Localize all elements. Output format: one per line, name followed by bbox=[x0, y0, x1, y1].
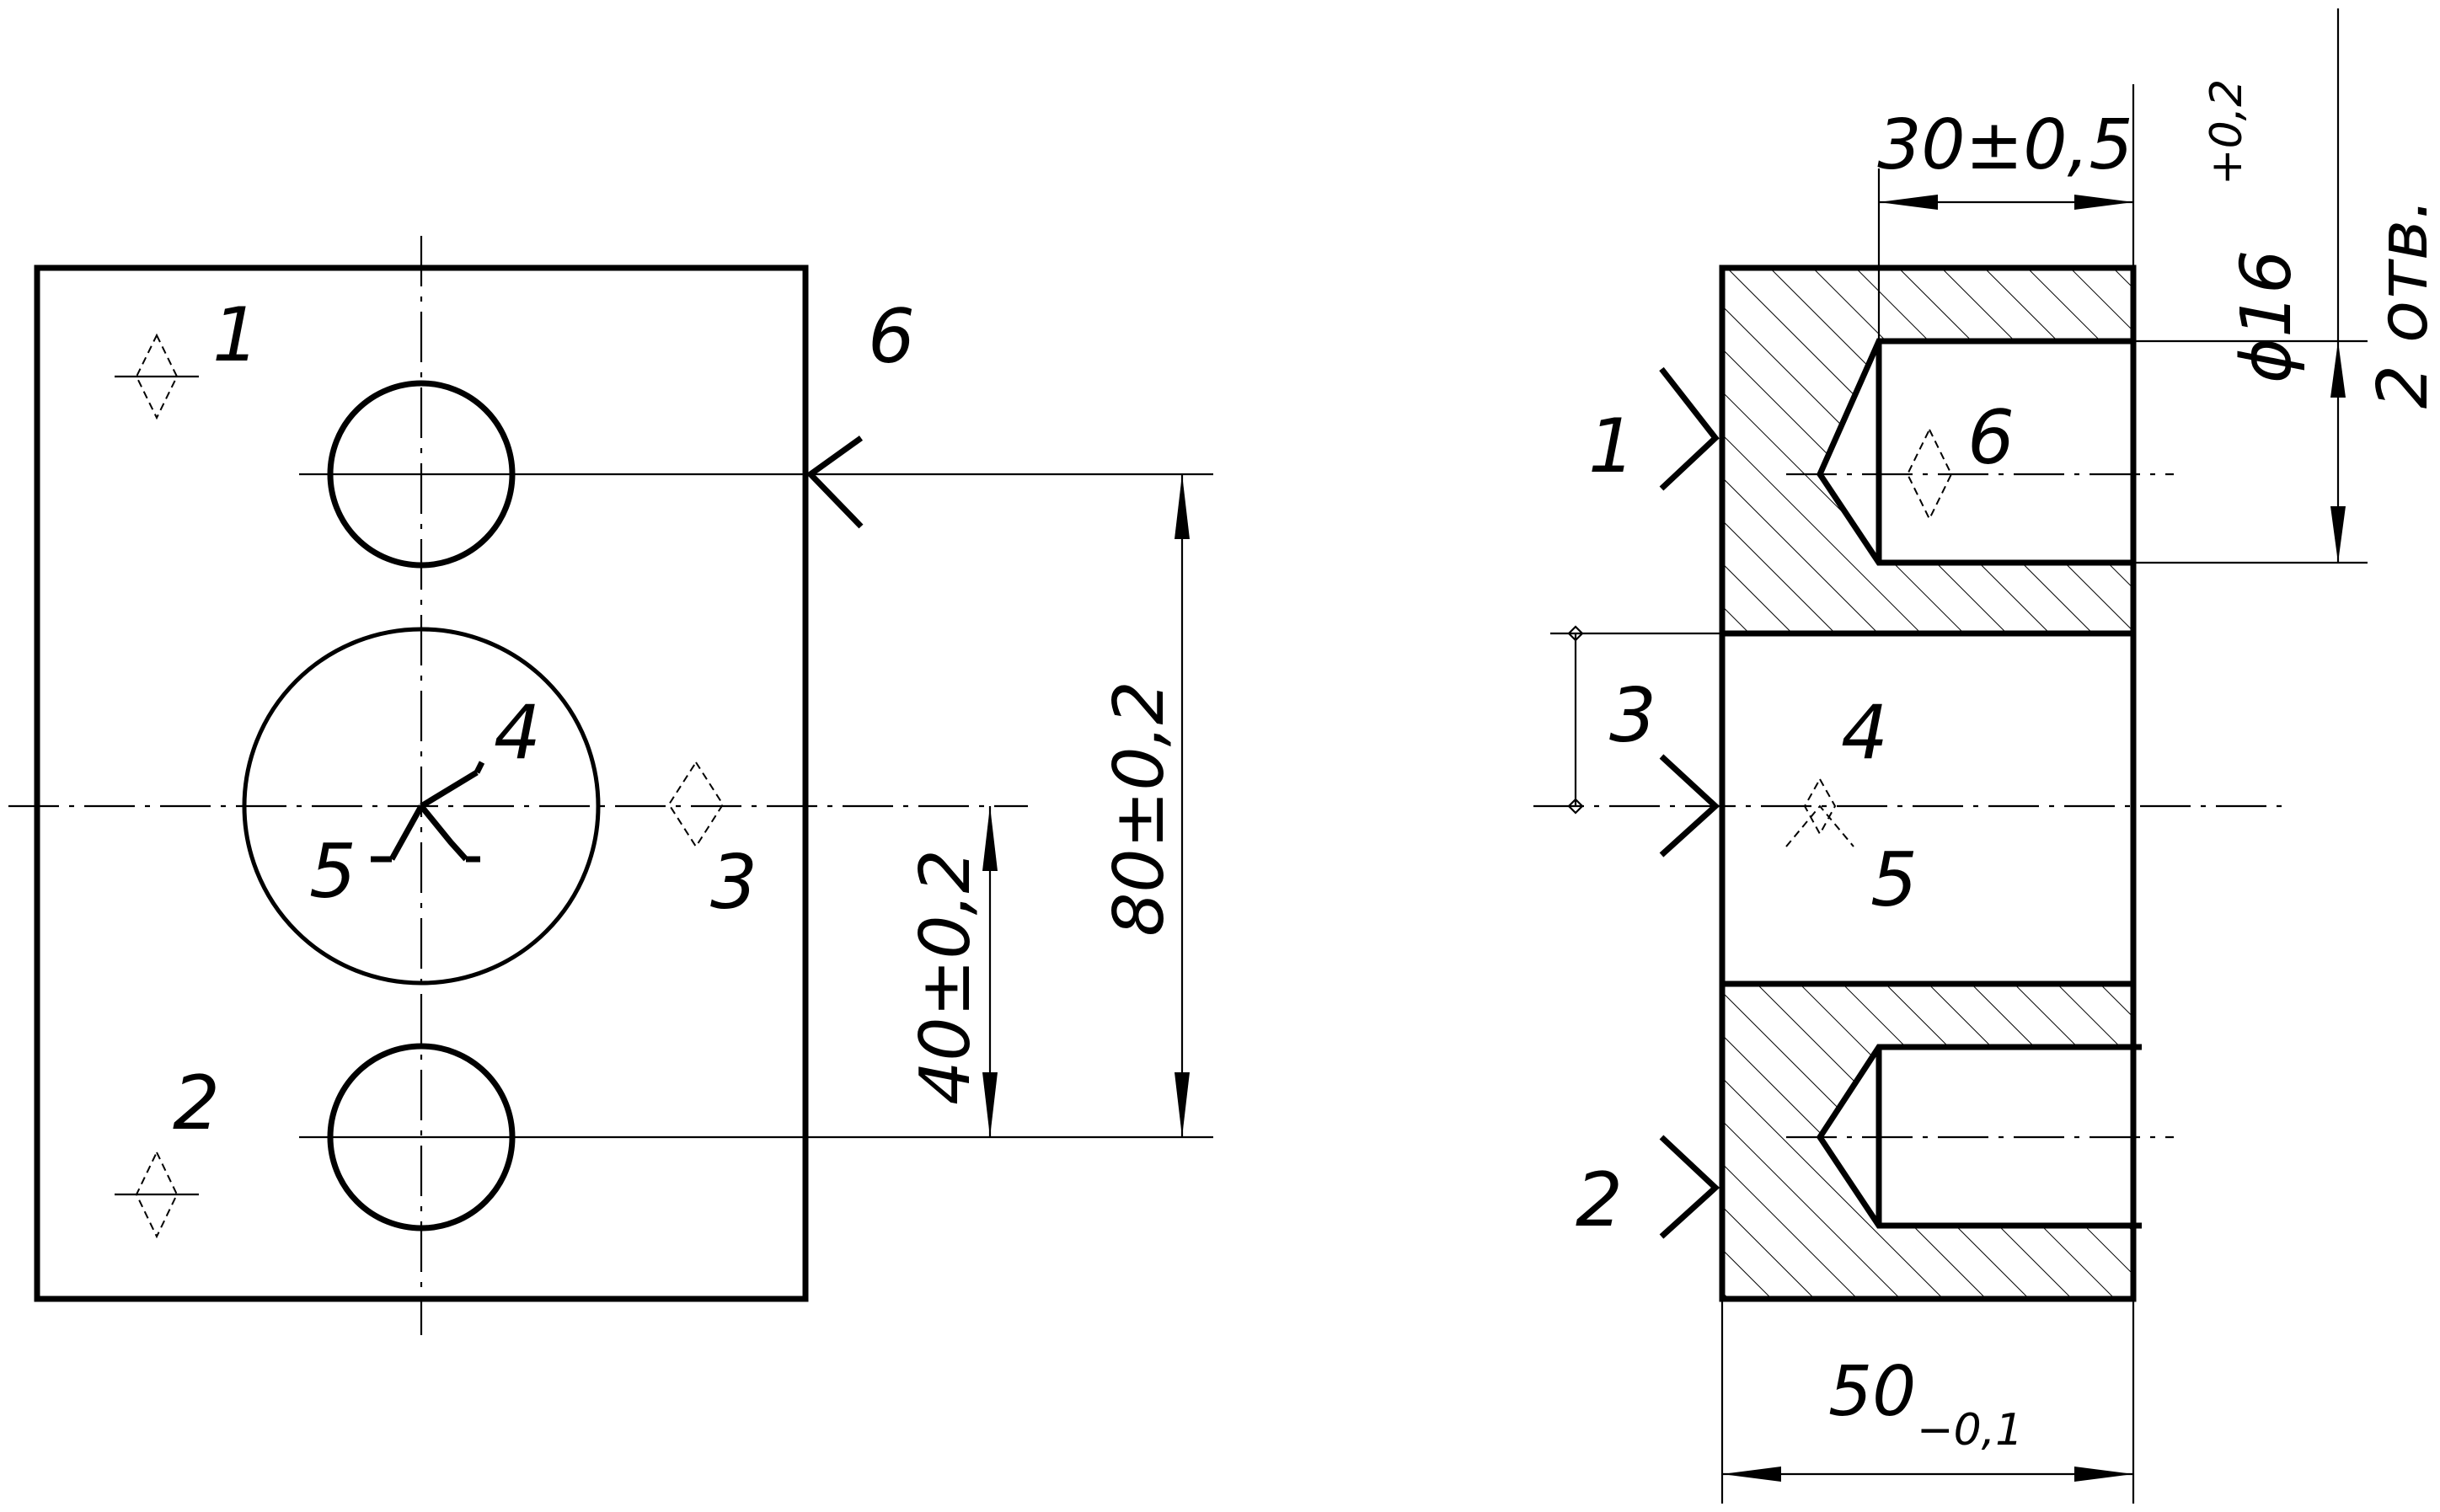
dimension-30-text: 30±0,5 bbox=[1877, 105, 2132, 185]
section-label-1: 1 bbox=[1588, 403, 1635, 489]
section-label-5: 5 bbox=[1870, 836, 1918, 923]
central-bore bbox=[242, 627, 601, 986]
front-view: 1 2 3 4 5 6 80±0,2 40±0,2 bbox=[8, 236, 1213, 1335]
dimension-80-text: 80±0,2 bbox=[1100, 681, 1180, 936]
datum-symbol-3 bbox=[667, 761, 725, 848]
label-6: 6 bbox=[868, 293, 915, 380]
section-mark-1 bbox=[1659, 366, 1720, 491]
dimension-30: 30±0,5 bbox=[1877, 84, 2135, 341]
datum-mark-6 bbox=[805, 435, 864, 529]
label-2: 2 bbox=[173, 1060, 220, 1146]
dimension-40-text: 40±0,2 bbox=[906, 849, 986, 1104]
dimension-phi16-text: ϕ16 bbox=[2227, 250, 2307, 383]
dimension-50: 50 −0,1 bbox=[1720, 1299, 2135, 1504]
dimension-50-tol: −0,1 bbox=[1917, 1405, 2023, 1456]
dimension-phi16-tol: +0,2 bbox=[2202, 79, 2252, 185]
dimension-phi16: ϕ16 +0,2 2 отв. bbox=[2133, 8, 2440, 564]
label-5: 5 bbox=[309, 828, 356, 915]
holes-count-text: 2 отв. bbox=[2363, 198, 2440, 409]
dimension-40: 40±0,2 bbox=[906, 806, 998, 1137]
section-datum-6 bbox=[1906, 427, 1953, 521]
section-label-3: 3 bbox=[1609, 672, 1656, 759]
dimension-80: 80±0,2 bbox=[1100, 474, 1190, 1137]
bore-reference-dimension bbox=[1550, 625, 1722, 815]
section-label-4: 4 bbox=[1841, 689, 1888, 776]
section-mark-3 bbox=[1659, 754, 1720, 858]
label-4: 4 bbox=[494, 689, 541, 776]
label-3: 3 bbox=[710, 839, 757, 926]
section-datum-4-5 bbox=[1785, 777, 1854, 847]
dimension-50-text: 50 bbox=[1828, 1352, 1916, 1432]
section-mark-2 bbox=[1659, 1135, 1720, 1239]
section-view: 1 2 3 4 5 6 30±0,5 ϕ16 +0,2 2 отв. bbox=[1533, 8, 2440, 1504]
section-label-2: 2 bbox=[1576, 1157, 1623, 1243]
section-outline bbox=[1719, 264, 2137, 1302]
datum-mark-4-5 bbox=[371, 761, 485, 863]
datum-symbol-1 bbox=[115, 333, 199, 420]
label-1: 1 bbox=[212, 291, 260, 378]
datum-symbol-2 bbox=[115, 1150, 199, 1239]
section-label-6: 6 bbox=[1967, 394, 2015, 481]
